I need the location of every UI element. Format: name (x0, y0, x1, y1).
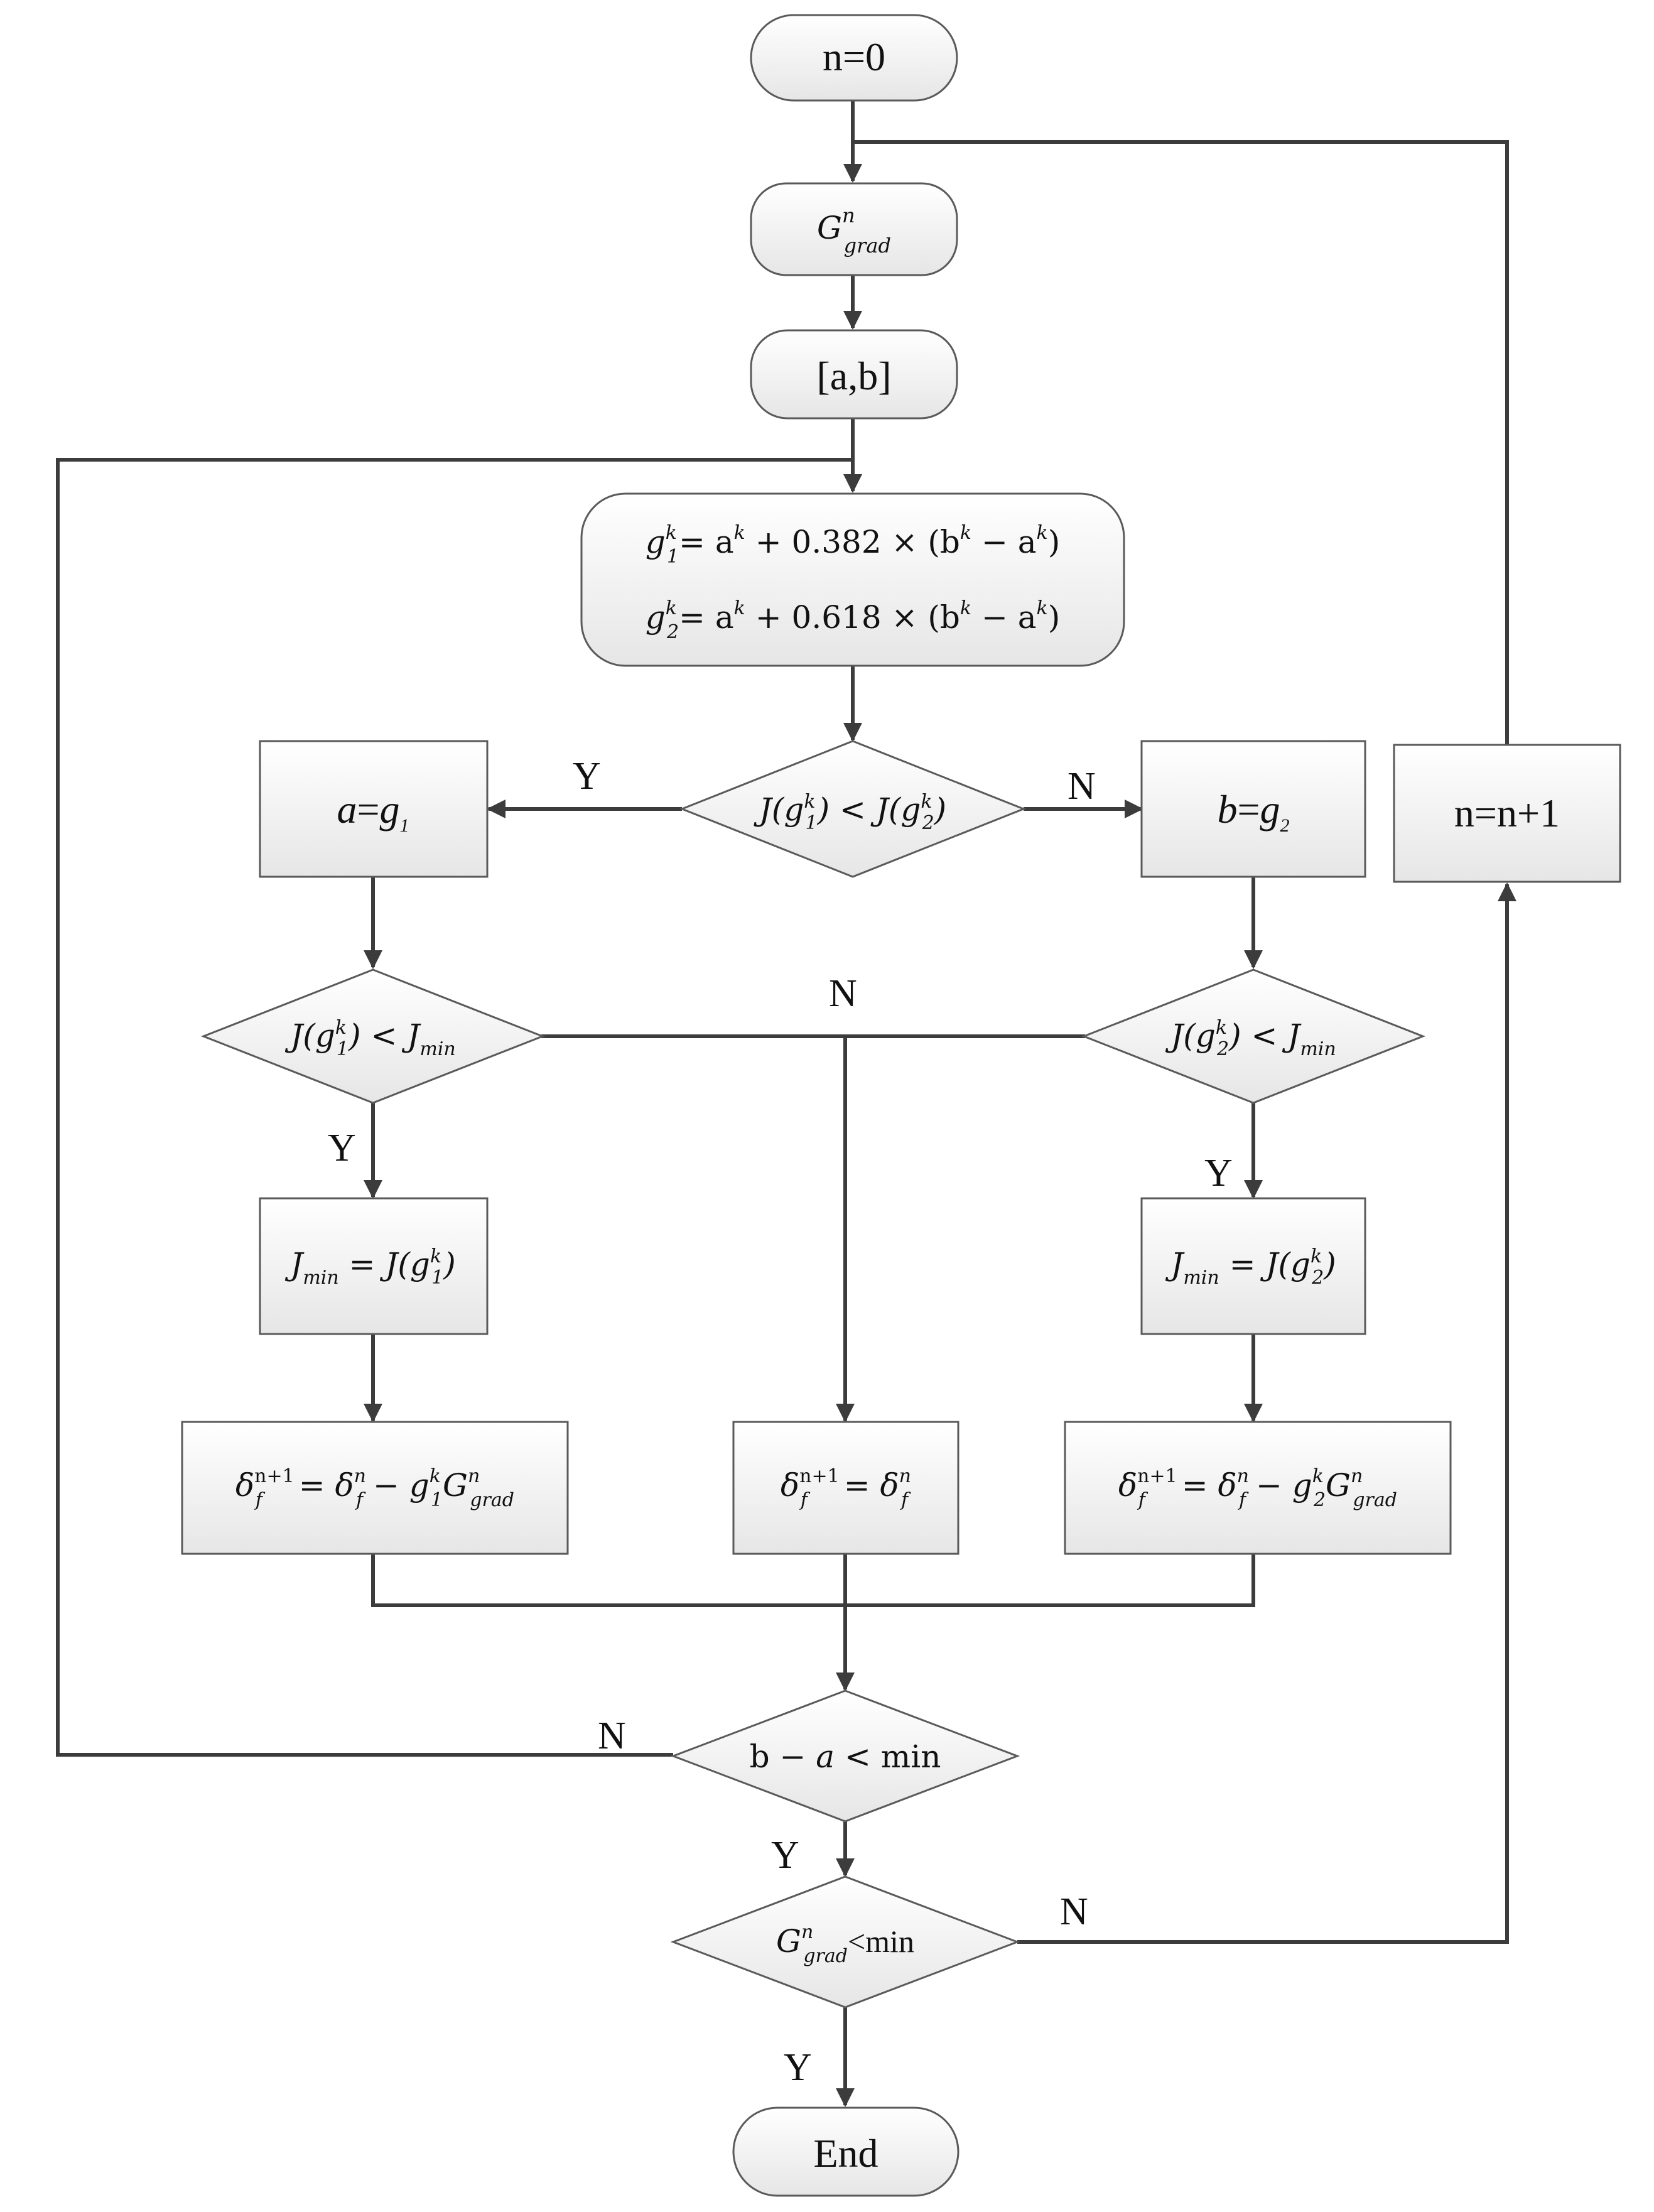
node-start-label: n=0 (823, 35, 885, 79)
label-to-set-a: Y (573, 755, 601, 798)
node-start: n=0 (750, 14, 958, 102)
label-g2-yes: Y (1204, 1152, 1233, 1195)
edges (56, 100, 1516, 2107)
label-gradient-yes: Y (784, 2046, 812, 2089)
edge-interval-no-loop (56, 458, 853, 1757)
node-end-label: End (813, 2131, 878, 2176)
node-interval: [a,b] (750, 329, 958, 420)
label-interval-yes: Y (771, 1834, 799, 1877)
node-check-interval-label: b − a < min (750, 1738, 941, 1775)
node-increment-label: n=n+1 (1454, 791, 1560, 835)
edge-gradient-no-to-increment (1017, 882, 1516, 1944)
edge-labels: Y N N Y Y N Y N Y (328, 755, 1233, 2089)
label-interval-no: N (598, 1715, 626, 1757)
node-end: End (732, 2106, 959, 2197)
node-set-b-label: b=g2 (1217, 787, 1289, 836)
node-set-b: b=g2 (1140, 740, 1366, 878)
label-to-set-b: N (1068, 765, 1096, 808)
edge-updates-merge (371, 1554, 1255, 1607)
node-increment: n=n+1 (1393, 744, 1621, 883)
label-gradient-no: N (1060, 1890, 1088, 1933)
node-set-a: a=g1 (259, 740, 489, 878)
label-g1-yes: Y (328, 1127, 356, 1169)
node-check-interval: b − a < min (670, 1689, 1020, 1823)
label-middle-no: N (829, 972, 857, 1015)
edge-increment-to-ggrad (853, 140, 1509, 745)
node-set-a-label: a=g1 (337, 787, 409, 836)
node-interval-label: [a,b] (816, 354, 891, 398)
